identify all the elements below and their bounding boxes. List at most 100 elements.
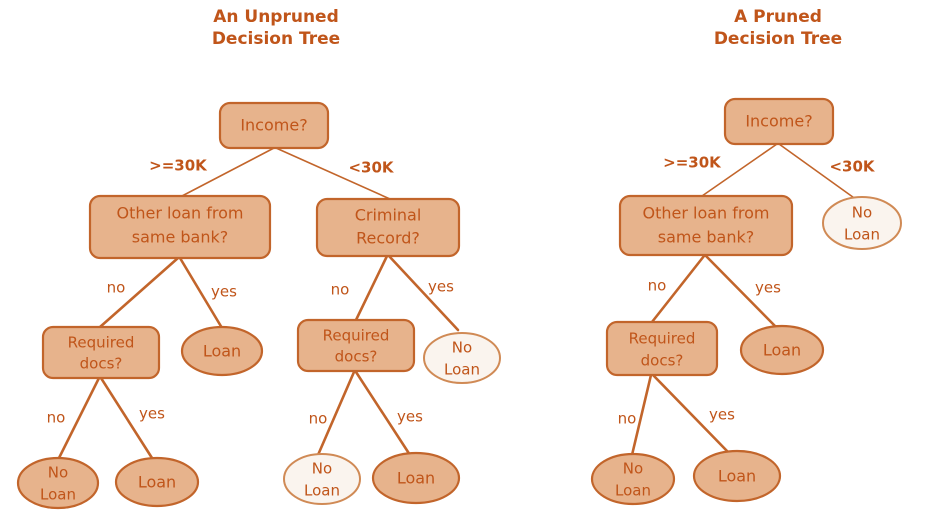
node-criminal-record-label-2: Record? [356, 229, 420, 248]
unpruned-title-line2: Decision Tree [212, 29, 340, 49]
node-other-loan-unpruned-label-2: same bank? [132, 228, 229, 247]
edge-pruned-docs-to-loan [651, 373, 730, 454]
leaf-no-loan-pruned-b[interactable]: No Loan [590, 452, 676, 506]
node-required-docs-unpruned-left-label-2: docs? [80, 355, 123, 373]
leaf-no-loan-unpruned-c[interactable]: No Loan [16, 456, 100, 510]
edge-label-pruned-root-right: <30K [829, 158, 875, 176]
edge-label-pruned-docs-right: yes [709, 406, 735, 424]
node-required-docs-pruned-label-2: docs? [641, 352, 684, 370]
node-required-docs-pruned-label-1: Required [629, 330, 696, 348]
edge-label-unpruned-root-right: <30K [348, 159, 394, 177]
edge-root-to-otherloan [181, 147, 275, 197]
node-income-pruned[interactable]: Income? [723, 97, 835, 146]
leaf-no-loan-unpruned-b[interactable]: No Loan [423, 332, 501, 384]
edge-label-criminal-left: no [331, 281, 350, 299]
edge-label-pruned-root-left: >=30K [663, 154, 722, 172]
leaf-loan-unpruned-d[interactable]: Loan [114, 456, 200, 508]
node-required-docs-unpruned-left-shape[interactable] [41, 325, 161, 380]
edge-docsright-to-loan [354, 370, 412, 457]
leaf-no-loan-pruned-top-label-2: Loan [844, 226, 880, 244]
node-required-docs-unpruned-right-label-1: Required [323, 327, 390, 345]
node-criminal-record[interactable]: Criminal Record? [315, 197, 461, 258]
pruned-title-line1: A Pruned [734, 7, 822, 27]
node-criminal-record-shape[interactable] [315, 197, 461, 258]
node-required-docs-unpruned-right-shape[interactable] [296, 318, 416, 373]
node-other-loan-pruned-label-2: same bank? [658, 228, 755, 247]
edge-docsleft-to-noloan [56, 376, 101, 462]
node-income-pruned-label: Income? [745, 112, 812, 131]
edge-label-pruned-docs-left: no [618, 410, 637, 428]
leaf-no-loan-unpruned-e-label-1: No [312, 460, 332, 478]
edge-label-pruned-otherloan-left: no [648, 277, 667, 295]
leaf-loan-pruned-a-label: Loan [763, 341, 801, 360]
leaf-loan-unpruned-f-label: Loan [397, 469, 435, 488]
node-income-unpruned-shape[interactable] [218, 101, 330, 150]
node-required-docs-unpruned-left[interactable]: Required docs? [41, 325, 161, 380]
node-required-docs-unpruned-left-label-1: Required [68, 334, 135, 352]
edge-docsright-to-noloan [316, 370, 356, 457]
leaf-no-loan-unpruned-c-label-1: No [48, 464, 68, 482]
leaf-loan-unpruned-a[interactable]: Loan [180, 325, 264, 377]
edge-pruned-root-to-otherloan [701, 143, 778, 197]
node-required-docs-pruned[interactable]: Required docs? [605, 320, 719, 377]
edge-pruned-docs-to-noloan [630, 373, 653, 457]
edge-label-pruned-otherloan-right: yes [755, 279, 781, 297]
edge-pruned-root-to-noloan [778, 143, 858, 201]
leaf-no-loan-unpruned-c-shape[interactable] [16, 456, 100, 510]
leaf-no-loan-pruned-b-shape[interactable] [590, 452, 676, 506]
leaf-no-loan-unpruned-c-label-2: Loan [40, 486, 76, 504]
edge-root-to-criminal [275, 147, 391, 200]
node-criminal-record-label-1: Criminal [355, 206, 422, 225]
edge-label-unpruned-root-left: >=30K [149, 157, 208, 175]
leaf-no-loan-unpruned-e[interactable]: No Loan [283, 453, 361, 505]
edge-label-docsright-left: no [309, 410, 328, 428]
leaf-loan-pruned-c[interactable]: Loan [692, 449, 782, 503]
leaf-no-loan-pruned-top[interactable]: No Loan [822, 196, 902, 250]
node-other-loan-pruned[interactable]: Other loan from same bank? [618, 194, 794, 257]
edge-otherloan-to-loan [178, 256, 224, 330]
leaf-loan-pruned-a-shape[interactable] [739, 324, 825, 376]
leaf-loan-unpruned-a-label: Loan [203, 342, 241, 361]
leaf-loan-unpruned-d-shape[interactable] [114, 456, 200, 508]
leaf-no-loan-unpruned-b-label-1: No [452, 339, 472, 357]
edge-label-unpruned-otherloan-right: yes [211, 283, 237, 301]
leaf-loan-pruned-c-shape[interactable] [692, 449, 782, 503]
leaf-no-loan-unpruned-e-shape[interactable] [283, 453, 361, 505]
node-income-pruned-shape[interactable] [723, 97, 835, 146]
node-other-loan-pruned-shape[interactable] [618, 194, 794, 257]
edge-otherloan-to-requireddocs [98, 256, 180, 329]
leaf-no-loan-pruned-b-label-2: Loan [615, 482, 651, 500]
edge-label-docsright-right: yes [397, 408, 423, 426]
leaf-no-loan-unpruned-b-shape[interactable] [423, 332, 501, 384]
leaf-loan-pruned-a[interactable]: Loan [739, 324, 825, 376]
edge-label-criminal-right: yes [428, 278, 454, 296]
edge-label-unpruned-otherloan-left: no [107, 279, 126, 297]
edge-criminal-to-noloan [387, 254, 460, 332]
leaf-loan-unpruned-f[interactable]: Loan [371, 451, 461, 505]
unpruned-tree-group: An Unpruned Decision Tree Income? [16, 7, 501, 510]
edge-criminal-to-requireddocs [354, 254, 389, 322]
edge-label-docsleft-left: no [47, 409, 66, 427]
leaf-no-loan-unpruned-e-label-2: Loan [304, 482, 340, 500]
leaf-loan-unpruned-d-label: Loan [138, 473, 176, 492]
node-other-loan-pruned-label-1: Other loan from [642, 204, 769, 223]
node-required-docs-pruned-shape[interactable] [605, 320, 719, 377]
pruned-title-line2: Decision Tree [714, 29, 842, 49]
leaf-loan-unpruned-f-shape[interactable] [371, 451, 461, 505]
edge-docsleft-to-loan [99, 376, 154, 460]
leaf-no-loan-pruned-b-label-1: No [623, 460, 643, 478]
node-required-docs-unpruned-right[interactable]: Required docs? [296, 318, 416, 373]
node-other-loan-unpruned-label-1: Other loan from [116, 204, 243, 223]
node-other-loan-unpruned[interactable]: Other loan from same bank? [88, 194, 272, 260]
pruned-tree-group: A Pruned Decision Tree Income? Other loa… [590, 7, 902, 506]
edge-pruned-otherloan-to-loan [704, 254, 778, 329]
leaf-loan-unpruned-a-shape[interactable] [180, 325, 264, 377]
node-required-docs-unpruned-right-label-2: docs? [335, 348, 378, 366]
leaf-no-loan-unpruned-b-label-2: Loan [444, 361, 480, 379]
leaf-no-loan-pruned-top-label-1: No [852, 204, 872, 222]
node-income-unpruned[interactable]: Income? [218, 101, 330, 150]
node-other-loan-unpruned-shape[interactable] [88, 194, 272, 260]
leaf-no-loan-pruned-top-shape[interactable] [822, 196, 902, 250]
